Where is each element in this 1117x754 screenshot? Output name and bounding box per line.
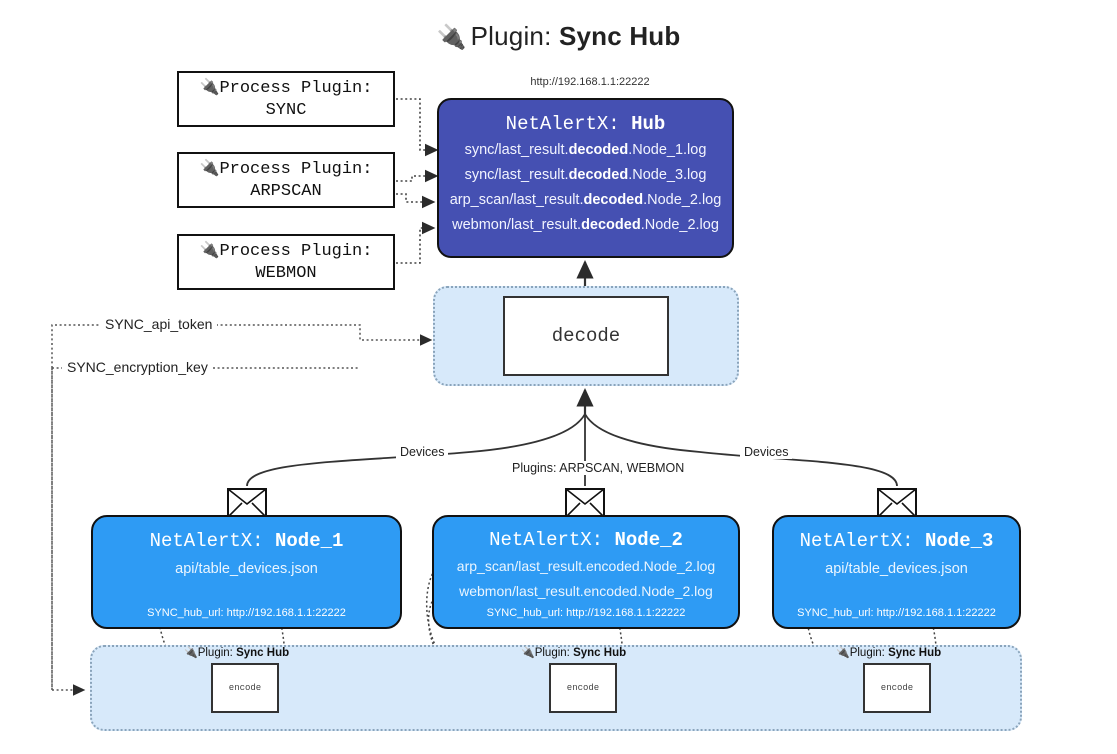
plug-icon: 🔌 <box>436 24 467 51</box>
hub-url-label: http://192.168.1.1:22222 <box>530 76 650 88</box>
process-plugin-arpscan-line1: 🔌Process Plugin: <box>199 158 373 179</box>
edge-label-devices-left: Devices <box>396 445 449 459</box>
plug-icon: 🔌 <box>199 240 220 259</box>
process-plugin-sync-line1: 🔌Process Plugin: <box>199 77 373 98</box>
hub-log-line-1: sync/last_result.decoded.Node_1.log <box>464 142 707 158</box>
sync-api-token-label: SYNC_api_token <box>100 316 218 332</box>
edge-label-plugins: Plugins: ARPSCAN, WEBMON <box>508 461 689 475</box>
node-3-title: NetAlertX: Node_3 <box>799 530 994 552</box>
encode-box-node-3[interactable]: encode <box>863 663 931 713</box>
node-box-node-2[interactable]: NetAlertX: Node_2 arp_scan/last_result.e… <box>432 515 740 629</box>
envelope-icon <box>565 488 605 523</box>
hub-log-line-4: webmon/last_result.decoded.Node_2.log <box>452 217 719 233</box>
plug-icon: 🔌 <box>836 646 850 659</box>
node-2-line-2: webmon/last_result.encoded.Node_2.log <box>459 583 713 599</box>
node-2-title: NetAlertX: Node_2 <box>489 529 683 551</box>
edge-label-devices-right: Devices <box>740 445 793 459</box>
plug-icon: 🔌 <box>199 158 220 177</box>
node-box-node-3[interactable]: NetAlertX: Node_3 api/table_devices.json… <box>772 515 1021 629</box>
sync-encryption-key-label: SYNC_encryption_key <box>62 359 213 375</box>
encoder-2-caption: 🔌Plugin: Sync Hub <box>521 646 627 659</box>
page-title: 🔌Plugin: Sync Hub <box>0 18 1117 56</box>
encoder-3-caption: 🔌Plugin: Sync Hub <box>836 646 942 659</box>
process-plugin-sync-line2: SYNC <box>265 101 307 120</box>
node-3-line-1: api/table_devices.json <box>825 561 968 577</box>
node-1-hub-url: SYNC_hub_url: http://192.168.1.1:22222 <box>147 607 346 619</box>
node-2-line-1: arp_scan/last_result.encoded.Node_2.log <box>456 558 716 574</box>
process-plugin-arpscan-line2: ARPSCAN <box>250 182 322 201</box>
process-plugin-sync[interactable]: 🔌Process Plugin: SYNC <box>177 71 395 127</box>
encode-box-node-2[interactable]: encode <box>549 663 617 713</box>
plug-icon: 🔌 <box>521 646 535 659</box>
decode-box[interactable]: decode <box>503 296 669 376</box>
process-plugin-webmon-line2: WEBMON <box>255 264 317 283</box>
hub-log-line-3: arp_scan/last_result.decoded.Node_2.log <box>449 192 722 208</box>
encode-box-node-1[interactable]: encode <box>211 663 279 713</box>
plug-icon: 🔌 <box>184 646 198 659</box>
hub-log-line-2: sync/last_result.decoded.Node_3.log <box>464 167 707 183</box>
node-2-hub-url: SYNC_hub_url: http://192.168.1.1:22222 <box>486 607 686 619</box>
plug-icon: 🔌 <box>199 77 220 96</box>
process-plugin-webmon[interactable]: 🔌Process Plugin: WEBMON <box>177 234 395 290</box>
process-plugin-arpscan[interactable]: 🔌Process Plugin: ARPSCAN <box>177 152 395 208</box>
node-3-hub-url: SYNC_hub_url: http://192.168.1.1:22222 <box>797 607 996 619</box>
hub-title: NetAlertX: Hub <box>505 113 666 135</box>
node-box-node-1[interactable]: NetAlertX: Node_1 api/table_devices.json… <box>91 515 402 629</box>
title-name: Sync Hub <box>558 21 681 51</box>
title-prefix: Plugin: <box>470 21 552 51</box>
encoder-1-caption: 🔌Plugin: Sync Hub <box>184 646 290 659</box>
envelope-icon <box>227 488 267 523</box>
node-1-title: NetAlertX: Node_1 <box>149 530 344 552</box>
process-plugin-webmon-line1: 🔌Process Plugin: <box>199 240 373 261</box>
node-1-line-1: api/table_devices.json <box>175 561 318 577</box>
hub-node[interactable]: NetAlertX: Hub sync/last_result.decoded.… <box>437 98 734 258</box>
